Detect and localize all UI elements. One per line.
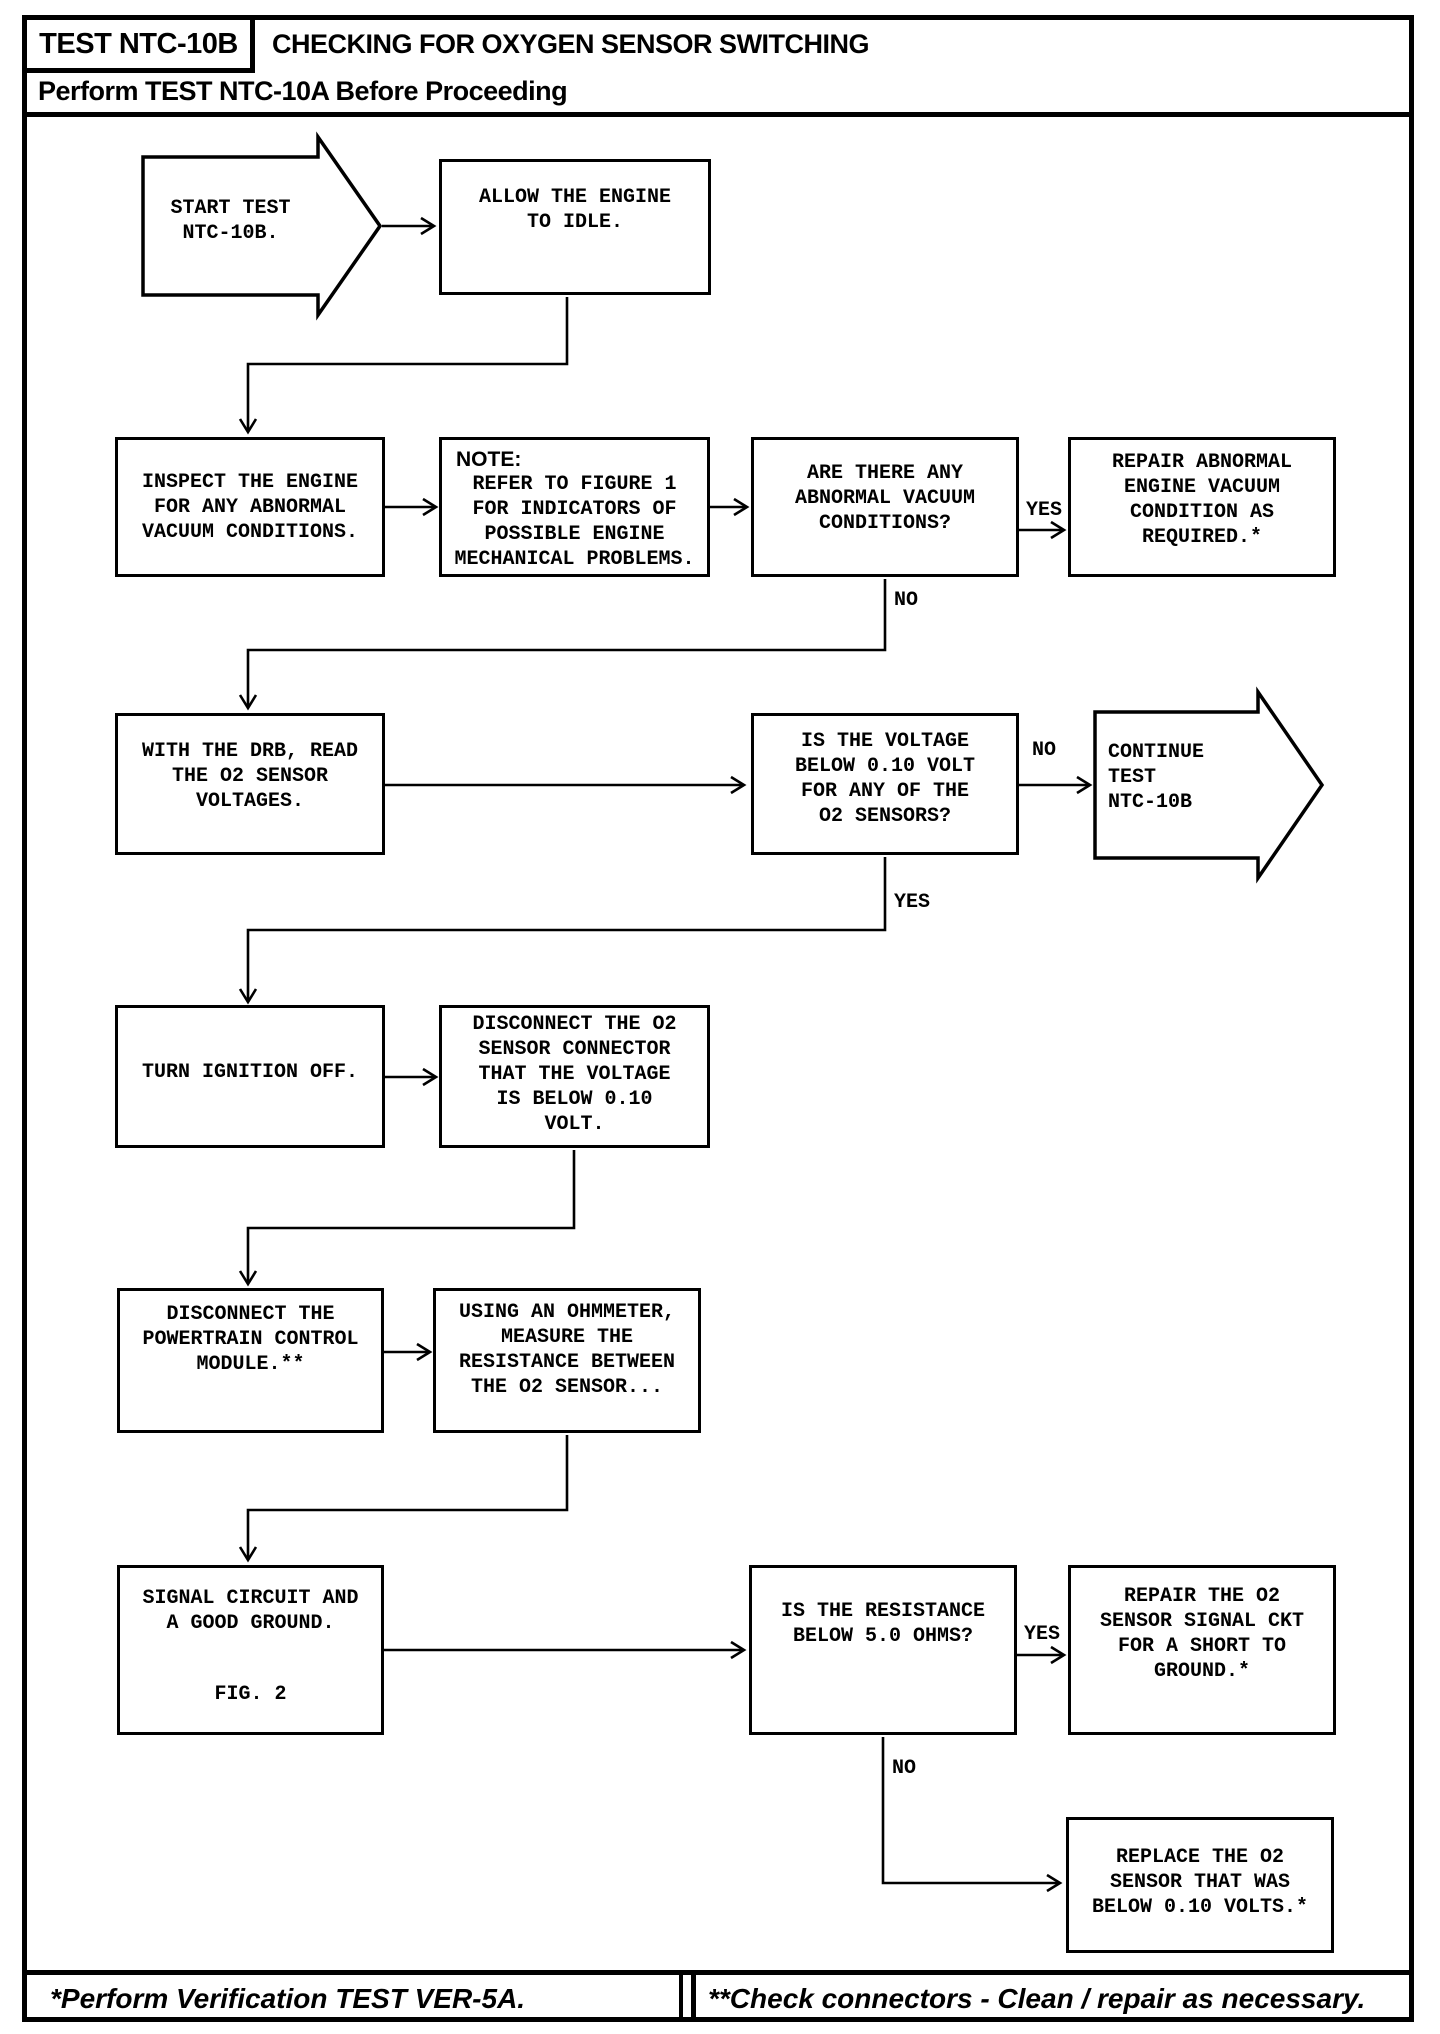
disconnect-pcm-box: DISCONNECT THE POWERTRAIN CONTROL MODULE… — [117, 1288, 384, 1433]
test-id: TEST NTC-10B — [39, 27, 238, 60]
header-divider — [22, 112, 1414, 117]
resistance-question-box: IS THE RESISTANCE BELOW 5.0 OHMS? — [749, 1565, 1017, 1735]
disconnect-o2-box: DISCONNECT THE O2 SENSOR CONNECTOR THAT … — [439, 1005, 710, 1148]
footer-note-right: **Check connectors - Clean / repair as n… — [708, 1983, 1366, 2014]
page-title: CHECKING FOR OXYGEN SENSOR SWITCHING — [272, 29, 870, 59]
ohmmeter-box: USING AN OHMMETER, MEASURE THE RESISTANC… — [433, 1288, 701, 1433]
repair-vacuum-box: REPAIR ABNORMAL ENGINE VACUUM CONDITION … — [1068, 437, 1336, 577]
signal-fig-ref: FIG. 2 — [214, 1683, 287, 1706]
turn-ignition-box: TURN IGNITION OFF. — [115, 1005, 385, 1148]
vacuum-question-box: ARE THERE ANY ABNORMAL VACUUM CONDITIONS… — [751, 437, 1019, 577]
footer-note-left: *Perform Verification TEST VER-5A. — [50, 1983, 526, 2014]
continue-arrow-shape — [1093, 686, 1325, 884]
start-node-text: START TEST NTC-10B. — [170, 197, 291, 245]
page-subtitle: Perform TEST NTC-10A Before Proceeding — [38, 76, 568, 106]
continue-node-text: CONTINUE TEST NTC-10B — [1108, 741, 1205, 814]
label-no-vacuum: NO — [894, 589, 919, 612]
replace-sensor-box: REPLACE THE O2 SENSOR THAT WAS BELOW 0.1… — [1066, 1817, 1334, 1953]
label-yes-vacuum: YES — [1025, 499, 1062, 522]
note-box: NOTE: REFER TO FIGURE 1 FOR INDICATORS O… — [439, 437, 710, 577]
test-id-box: TEST NTC-10B — [22, 15, 255, 73]
label-yes-voltage: YES — [894, 891, 931, 914]
allow-idle-box: ALLOW THE ENGINE TO IDLE. — [439, 159, 711, 295]
page-border — [22, 15, 1414, 2022]
note-label: NOTE: — [456, 448, 522, 471]
repair-ckt-box: REPAIR THE O2 SENSOR SIGNAL CKT FOR A SH… — [1068, 1565, 1336, 1735]
signal-circuit-box: SIGNAL CIRCUIT AND A GOOD GROUND. FIG. 2 — [117, 1565, 384, 1735]
start-shape — [141, 131, 383, 321]
label-no-resistance: NO — [892, 1757, 917, 1780]
drb-read-box: WITH THE DRB, READ THE O2 SENSOR VOLTAGE… — [115, 713, 385, 855]
footer-divider — [22, 1970, 1414, 1975]
label-yes-resistance: YES — [1023, 1623, 1060, 1646]
voltage-question-box: IS THE VOLTAGE BELOW 0.10 VOLT FOR ANY O… — [751, 713, 1019, 855]
inspect-engine-box: INSPECT THE ENGINE FOR ANY ABNORMAL VACU… — [115, 437, 385, 577]
footer-cell-divider-left — [679, 1975, 683, 2022]
footer-cell-divider-right — [691, 1975, 696, 2022]
label-no-voltage: NO — [1032, 739, 1057, 762]
